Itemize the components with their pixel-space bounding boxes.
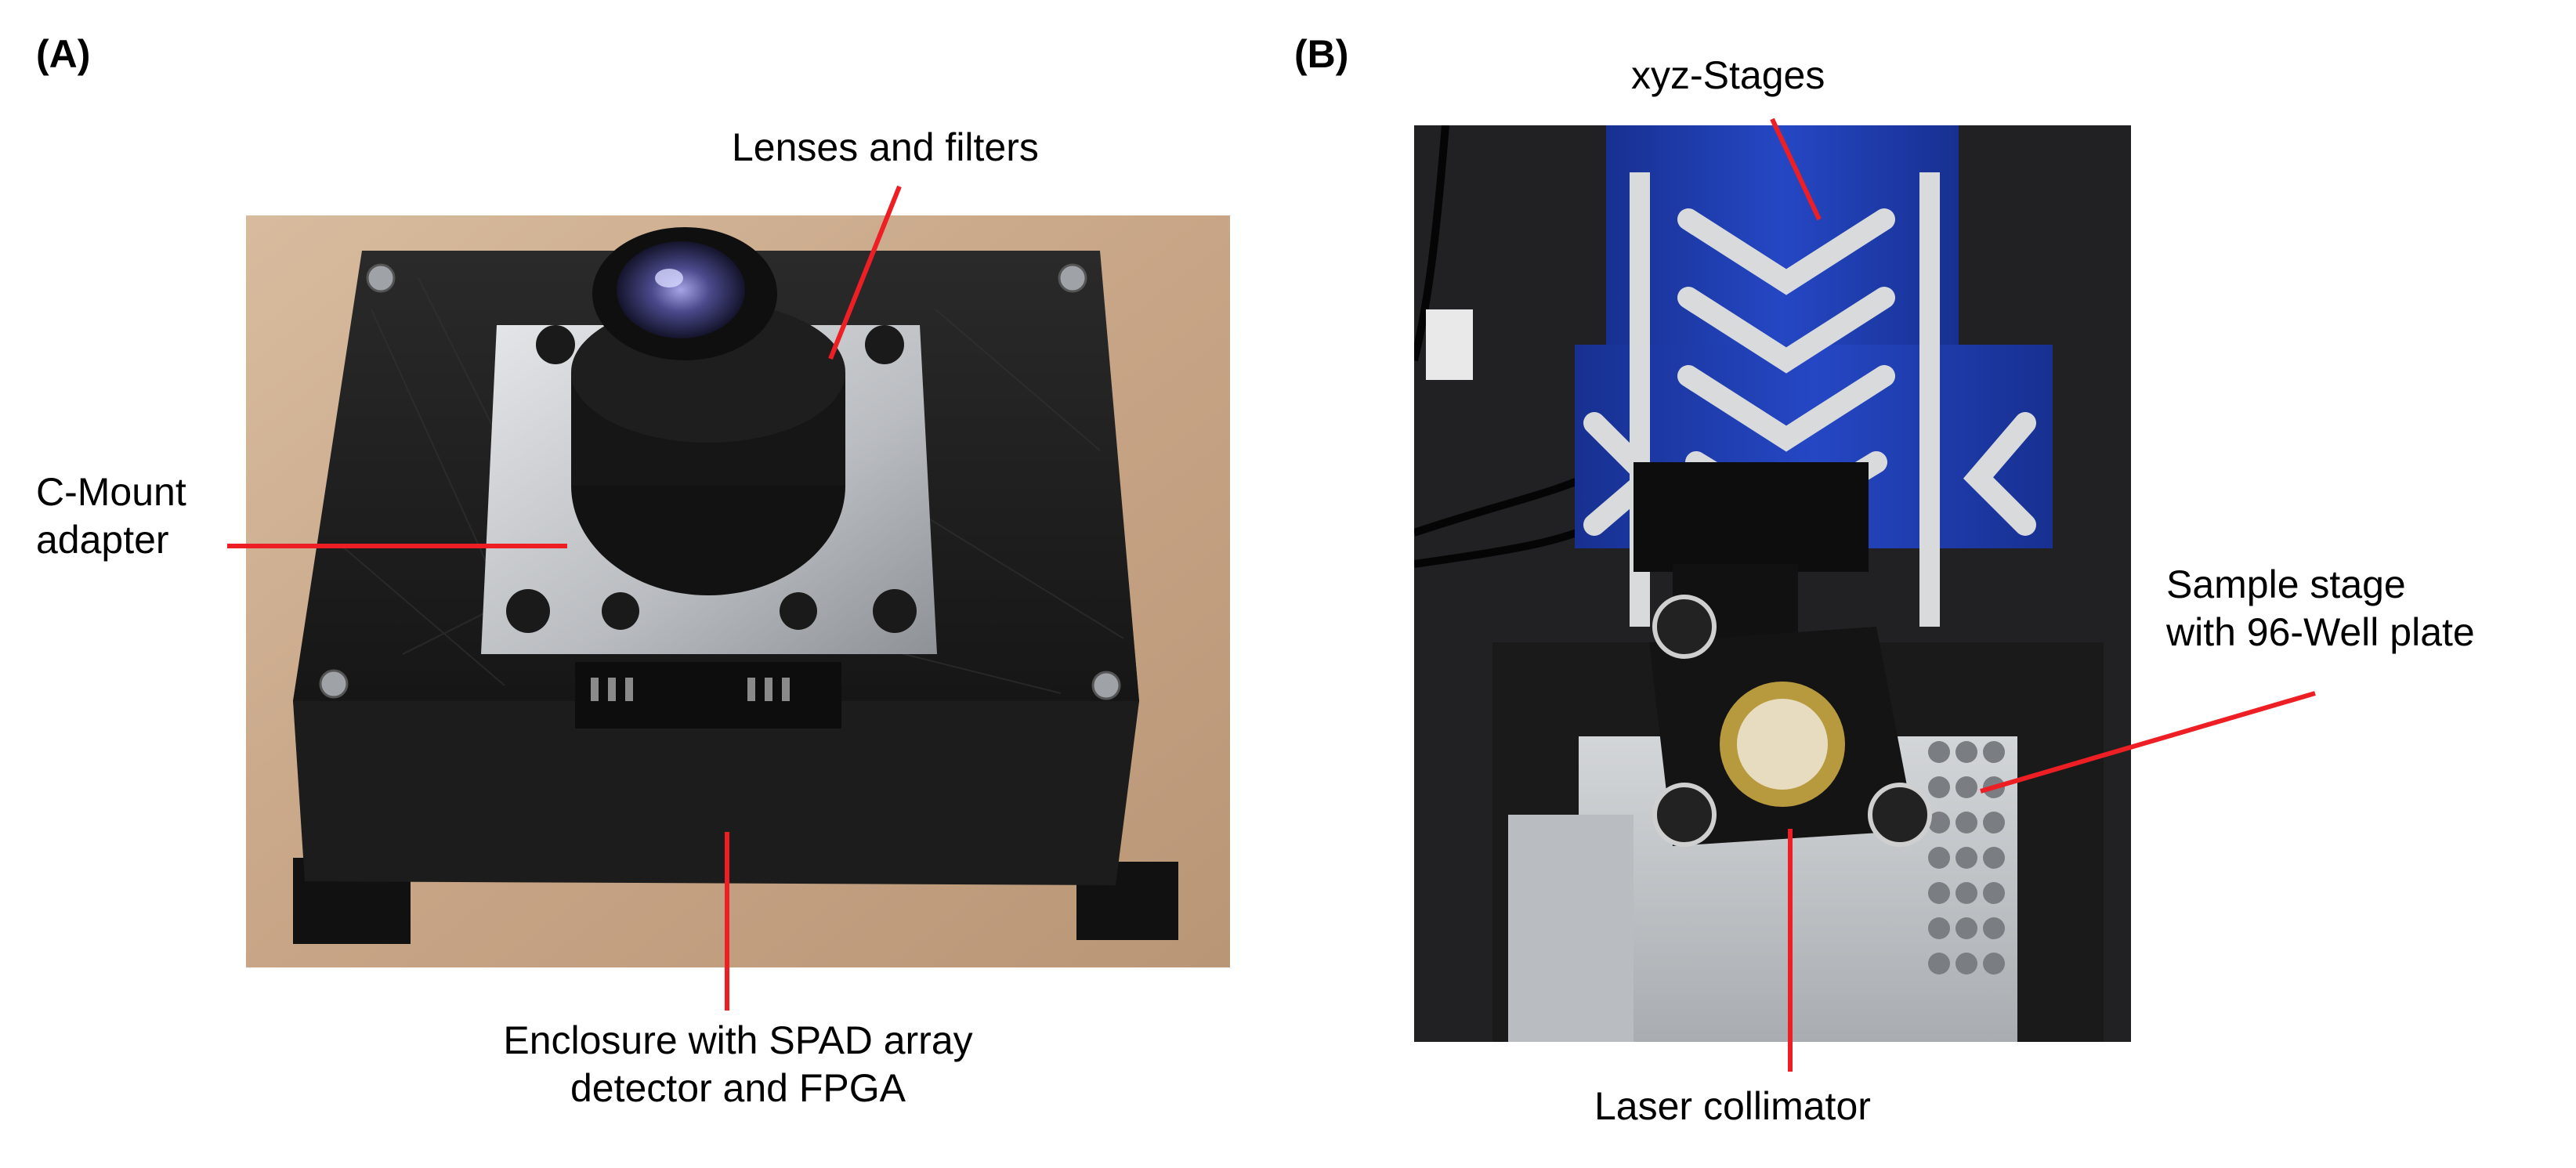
label-xyz-stages: xyz-Stages: [1631, 53, 1825, 97]
label-c-mount-adapter: C-Mount adapter: [36, 468, 186, 564]
label-sample-stage: Sample stage with 96-Well plate: [2166, 561, 2475, 656]
label-sample-line2: with 96-Well plate: [2166, 610, 2475, 654]
label-c-mount-line2: adapter: [36, 518, 169, 562]
panel-label-a: (A): [36, 32, 91, 76]
panel-label-b: (B): [1294, 32, 1349, 76]
label-laser-collimator: Laser collimator: [1594, 1084, 1871, 1128]
label-enclosure-line1: Enclosure with SPAD array: [503, 1018, 973, 1062]
label-lenses-and-filters: Lenses and filters: [732, 125, 1039, 169]
label-enclosure: Enclosure with SPAD array detector and F…: [440, 1017, 1036, 1112]
label-c-mount-line1: C-Mount: [36, 470, 186, 514]
photo-spad-detector-enclosure: [246, 215, 1230, 967]
photo-xyz-stage-setup: [1414, 125, 2131, 1042]
label-sample-line1: Sample stage: [2166, 562, 2406, 606]
label-enclosure-line2: detector and FPGA: [570, 1066, 906, 1110]
